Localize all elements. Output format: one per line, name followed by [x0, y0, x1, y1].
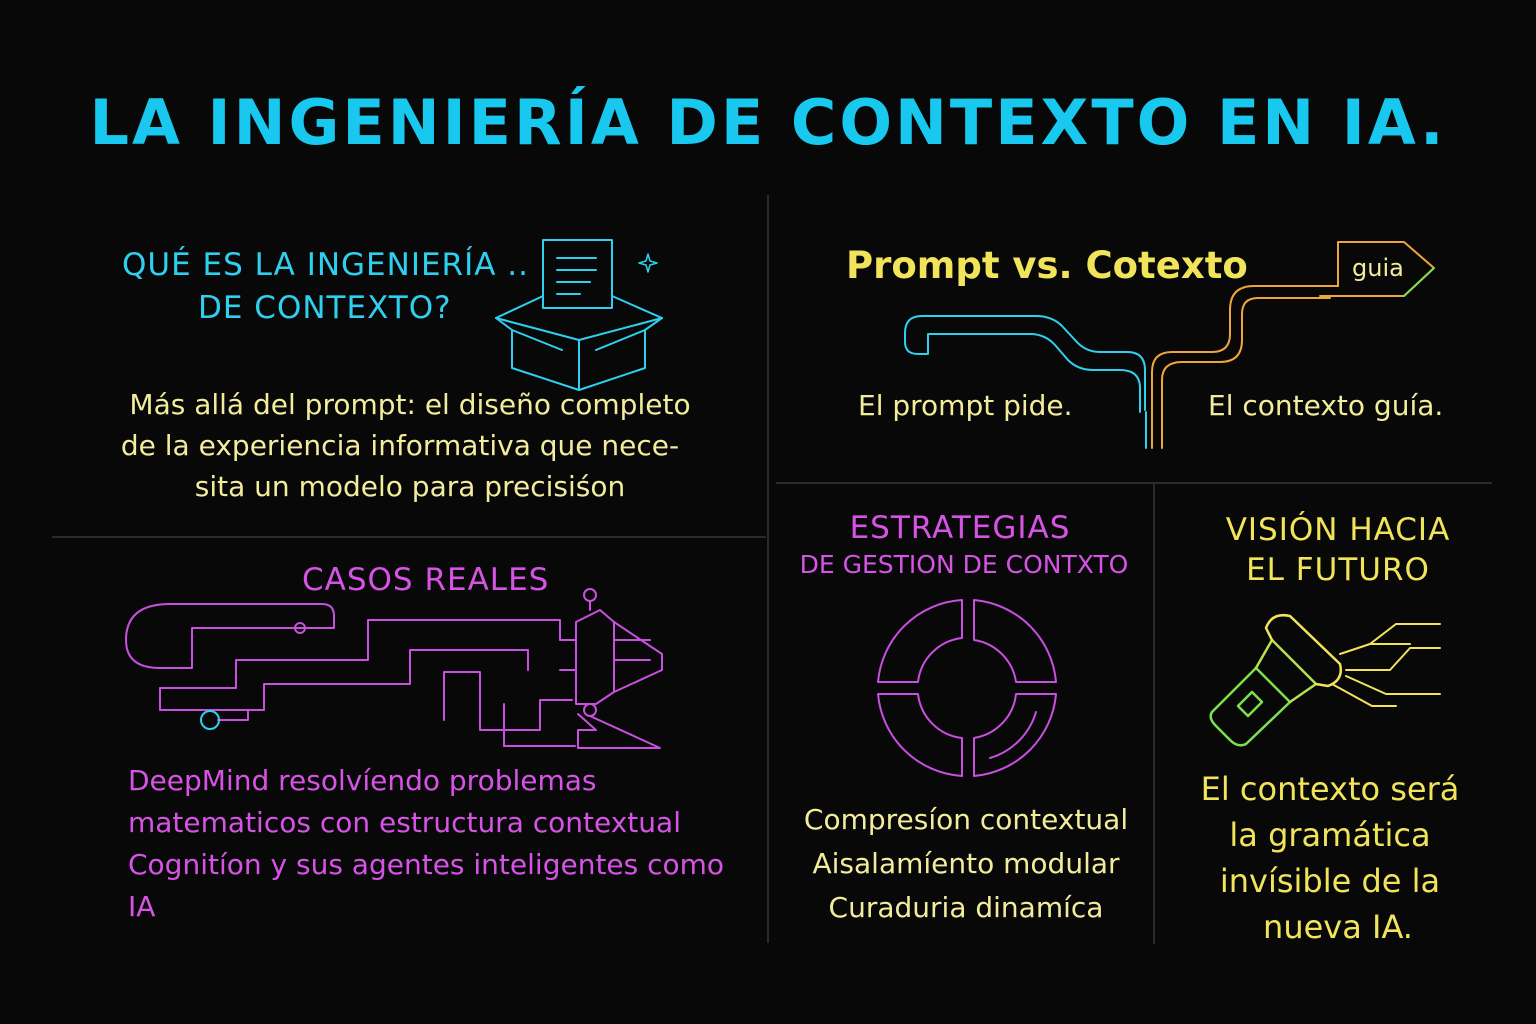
strategy-item: Curaduria dinamíca	[828, 891, 1104, 924]
future-body-line4: nueva IA.	[1263, 908, 1413, 946]
real-cases-body-line1: DeepMind resolvíendo problemas	[128, 764, 597, 797]
strategies-heading-line2: DE GESTION DE CONTXTO	[799, 550, 1129, 579]
future-body-line3: invísible de la	[1219, 862, 1441, 900]
flashlight-icon	[1209, 614, 1441, 747]
real-cases-body-line2: matematicos con estructura contextual	[128, 806, 681, 839]
sparkle-icon	[638, 253, 658, 273]
real-cases-body-line3: Cognitíon y sus agentes inteligentes com…	[128, 848, 725, 881]
what-is-body-line1: Más allá del prompt: el diseño completo	[129, 388, 691, 421]
future-heading-line2: EL FUTURO	[1246, 552, 1430, 588]
what-is-body-line2: de la experiencia informativa que nece-	[120, 429, 680, 462]
what-is-body-line3: sita un modelo para precisiśon	[194, 470, 626, 503]
strategy-item: Compresíon contextual	[803, 803, 1129, 836]
vertical-divider-right	[1153, 484, 1155, 944]
context-caption: El contexto guía.	[1208, 389, 1444, 422]
segmented-ring-icon	[877, 599, 1057, 777]
horizontal-divider-right	[776, 482, 1492, 484]
future-heading-line1: VISIÓN HACIA	[1225, 512, 1451, 548]
strategies-heading-line1: ESTRATEGIAS	[849, 510, 1071, 546]
what-is-heading-line1: QUÉ ES LA INGENIERÍA ..	[122, 247, 530, 283]
what-is-heading-line2: DE CONTEXTO?	[198, 290, 452, 326]
circuit-robot-icon	[125, 588, 663, 749]
vertical-divider-main	[767, 195, 769, 943]
horizontal-divider-left	[52, 536, 766, 538]
strategy-item: Aisalamíento modular	[812, 847, 1120, 880]
guia-tag-label: guia	[1352, 254, 1404, 282]
real-cases-body-line4: IA	[128, 890, 156, 923]
real-cases-heading: CASOS REALES	[302, 562, 550, 598]
future-body-line1: El contexto será	[1200, 770, 1460, 808]
prompt-caption: El prompt pide.	[858, 389, 1073, 422]
prompt-vs-context-heading: Prompt vs. Cotexto	[846, 244, 1248, 287]
document-box-icon	[495, 239, 663, 391]
route-lines-icon	[904, 241, 1435, 449]
future-body-line2: la gramática	[1229, 816, 1431, 854]
page-title: LA INGENIERÍA DE CONTEXTO EN IA.	[89, 86, 1447, 159]
